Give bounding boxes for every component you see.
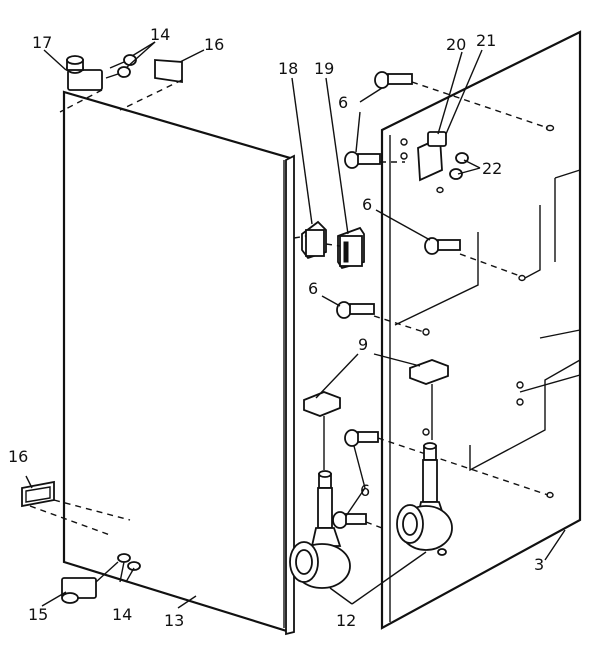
screw-head [117, 553, 131, 563]
callout-6-a: 6 [338, 93, 348, 112]
callout-9: 9 [358, 335, 368, 354]
hole [422, 428, 430, 436]
screw-6-c [424, 237, 521, 277]
hole [516, 398, 524, 406]
hole [545, 124, 555, 132]
magnet-parts [293, 220, 365, 270]
callout-18: 18 [278, 59, 298, 78]
caster-right [396, 442, 453, 556]
callout-6-d: 6 [360, 481, 370, 500]
callout-3: 3 [534, 555, 544, 574]
bottom-hinge [21, 480, 141, 604]
screw-head [127, 561, 141, 571]
hole [422, 328, 430, 336]
caster-left [289, 470, 351, 589]
callout-16-bottom: 16 [8, 447, 28, 466]
callout-21: 21 [476, 31, 496, 50]
hole [518, 274, 526, 282]
callout-14-bottom: 14 [112, 605, 132, 624]
callout-22: 22 [482, 159, 502, 178]
hole [516, 381, 524, 389]
hinge-block [67, 69, 103, 91]
screws [332, 71, 549, 529]
callout-14-top: 14 [150, 25, 170, 44]
callout-17: 17 [32, 33, 52, 52]
top-hinge [59, 54, 183, 113]
callouts: 17 14 16 18 19 20 21 22 6 6 6 6 9 12 13 … [8, 25, 544, 630]
screw-6-e [344, 429, 549, 496]
hole [436, 186, 444, 194]
leader-lines [25, 41, 566, 609]
callout-16-top: 16 [204, 35, 224, 54]
callout-19: 19 [314, 59, 334, 78]
callout-15: 15 [28, 605, 48, 624]
callout-13: 13 [164, 611, 184, 630]
screw-head [449, 168, 463, 180]
wire-routes [394, 169, 581, 472]
bracket-assembly [400, 131, 469, 182]
callout-6-c: 6 [308, 279, 318, 298]
screw-6-d [336, 301, 425, 333]
callout-20: 20 [446, 35, 466, 54]
screw-6-b [344, 151, 405, 169]
screw-head [117, 66, 131, 78]
pad-16-top [154, 59, 183, 84]
callout-6-b: 6 [362, 195, 372, 214]
screw-6-f [332, 511, 383, 529]
front-panel [62, 90, 295, 636]
callout-12: 12 [336, 611, 356, 630]
